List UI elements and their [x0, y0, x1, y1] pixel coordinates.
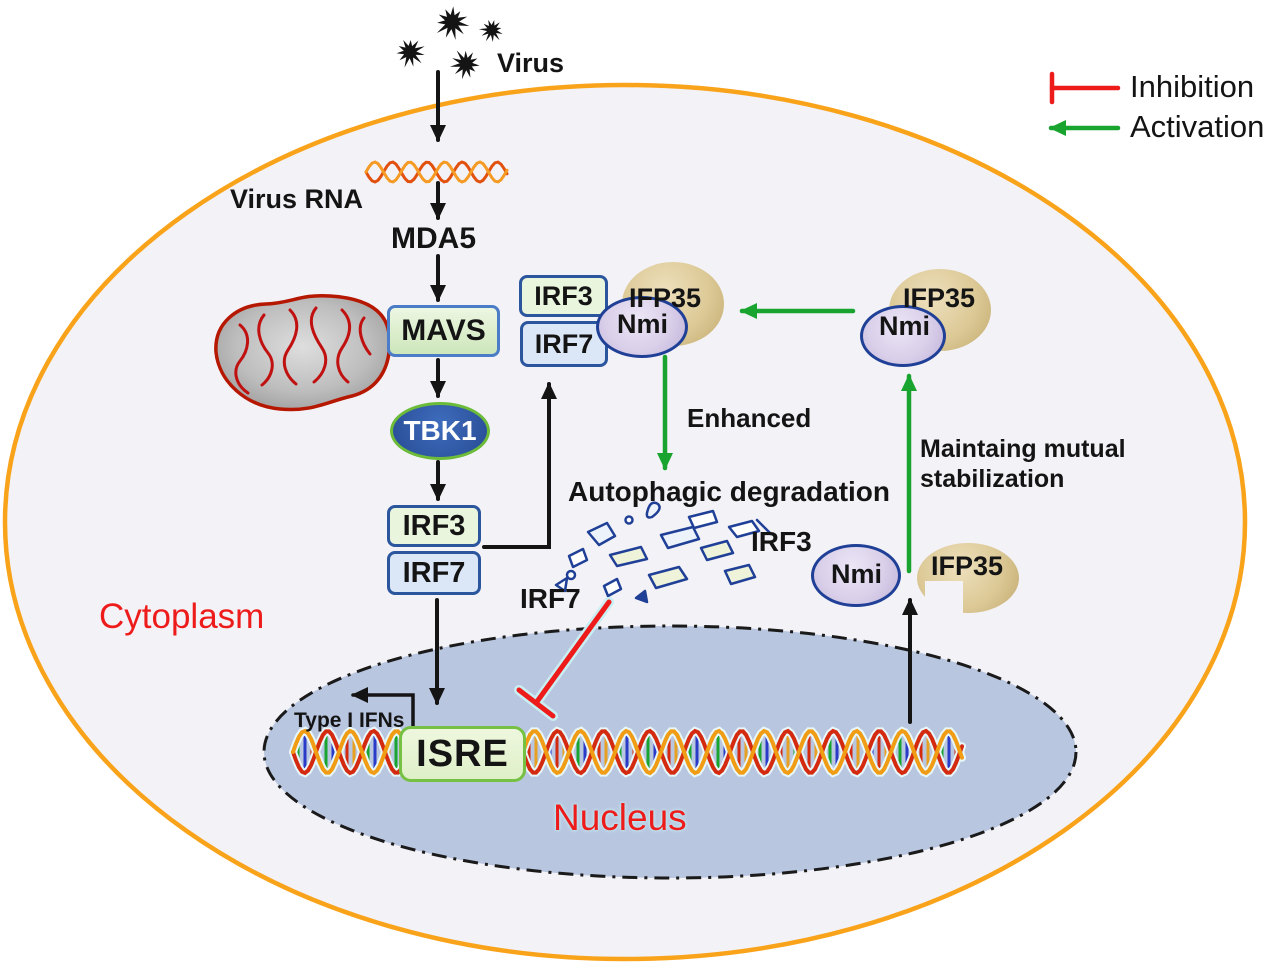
enhanced-label: Enhanced — [687, 403, 812, 433]
autophagic-degradation-label: Autophagic degradation — [568, 476, 890, 507]
complex-irf7-box: IRF7 — [520, 321, 608, 367]
virus-particles-icon — [396, 6, 503, 80]
irf7-box: IRF7 — [387, 551, 481, 595]
complex-irf3-box: IRF3 — [519, 275, 608, 317]
new-nmi-label: Nmi — [831, 559, 883, 589]
nucleus-label: Nucleus — [553, 797, 687, 838]
legend-inhibition-label: Inhibition — [1130, 69, 1255, 104]
legend-activation-label: Activation — [1130, 109, 1265, 144]
new-ifp35-notch — [925, 581, 963, 615]
mda5-label: MDA5 — [391, 222, 477, 255]
isre-box: ISRE — [399, 726, 526, 782]
complex-ifp35-label: IFP35 — [629, 283, 702, 313]
irf-to-complex-elbow-arrow — [482, 382, 557, 549]
tbk1-ellipse: TBK1 — [390, 402, 490, 460]
complex-nmi-ellipse — [596, 296, 688, 358]
type-i-ifns-label: Type I IFNs — [294, 709, 405, 732]
right-nmi-ellipse — [860, 305, 946, 367]
new-nmi-ellipse — [811, 544, 901, 607]
inhibition-tbar — [514, 597, 614, 721]
mitochondria-icon — [214, 293, 392, 412]
fragment-irf7-label: IRF7 — [520, 583, 581, 614]
maintaining-mutual-stabilization-label: Maintaing mutual stabilization — [920, 435, 1126, 493]
degradation-fragments-icon — [554, 501, 773, 604]
complex-nmi-label: Nmi — [617, 309, 669, 339]
new-ifp35-label: IFP35 — [931, 551, 1004, 581]
virus-label: Virus — [497, 48, 565, 78]
virus-rna-icon — [364, 160, 509, 184]
mavs-box: MAVS — [387, 305, 500, 357]
type-i-ifns-transcription-arrow — [351, 687, 415, 731]
irf3-box: IRF3 — [387, 505, 481, 547]
right-nmi-label: Nmi — [879, 311, 931, 341]
right-ifp35-label: IFP35 — [903, 283, 976, 313]
fragment-irf3-label: IRF3 — [751, 526, 812, 557]
legend-inhibition-symbol — [1049, 71, 1121, 105]
virus-rna-label: Virus RNA — [230, 184, 364, 214]
cytoplasm-label: Cytoplasm — [99, 597, 265, 636]
